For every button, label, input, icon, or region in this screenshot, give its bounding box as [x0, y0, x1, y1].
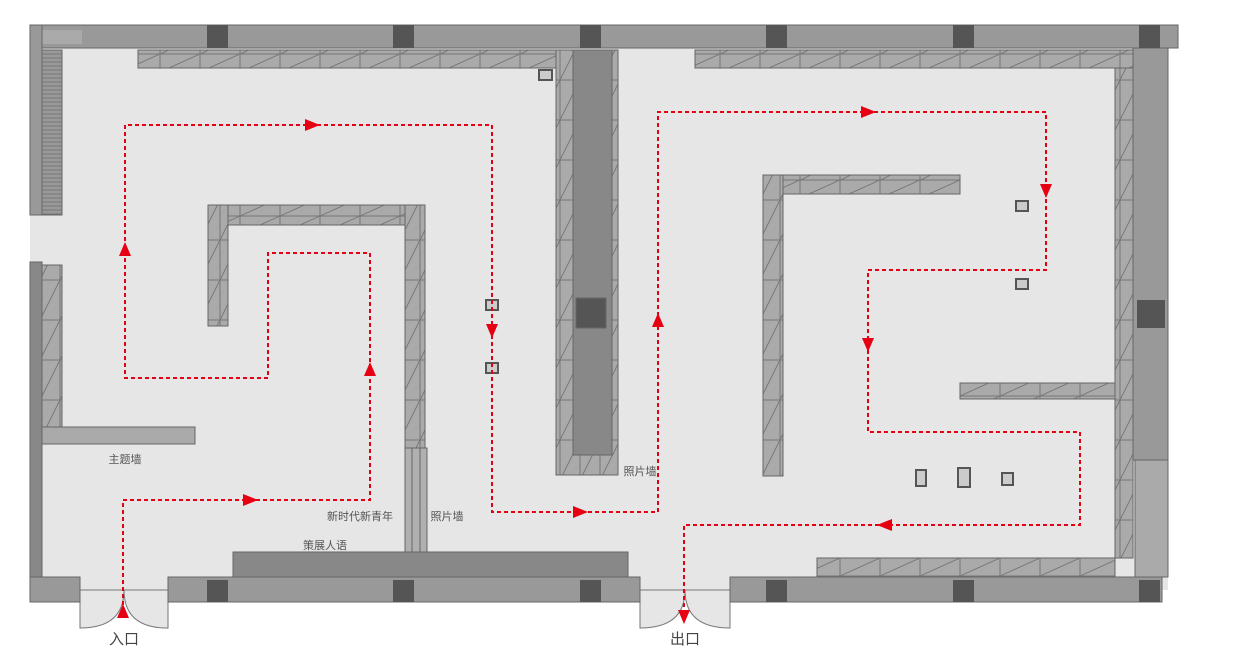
label-new-era: 新时代新青年 — [327, 510, 393, 523]
display-cases — [485, 69, 1029, 488]
arrow-up-icon — [119, 242, 131, 256]
label-photo-wall-center: 照片墙 — [623, 465, 657, 478]
route-arrows — [117, 106, 1052, 624]
arrow-left-icon — [877, 519, 892, 531]
arrow-down-icon — [1040, 184, 1052, 198]
label-exit: 出口 — [669, 630, 701, 648]
label-curator-words: 策展人语 — [303, 539, 347, 552]
pillars — [207, 25, 1165, 602]
arrow-down-icon — [862, 338, 874, 352]
arrow-right-icon — [573, 506, 588, 518]
exhibits — [41, 49, 1134, 578]
arrow-down-icon — [678, 610, 690, 624]
arrow-up-icon — [364, 362, 376, 376]
label-entrance: 入口 — [108, 630, 140, 648]
arrow-up-icon — [652, 313, 664, 327]
arrow-up-icon — [117, 604, 129, 618]
arrow-right-icon — [243, 494, 258, 506]
label-theme-wall: 主题墙 — [108, 453, 142, 466]
outer-walls — [29, 24, 1179, 603]
arrow-right-icon — [861, 106, 876, 118]
label-photo-wall-left: 照片墙 — [430, 510, 464, 523]
arrow-right-icon — [305, 119, 320, 131]
arrow-down-icon — [486, 324, 498, 338]
